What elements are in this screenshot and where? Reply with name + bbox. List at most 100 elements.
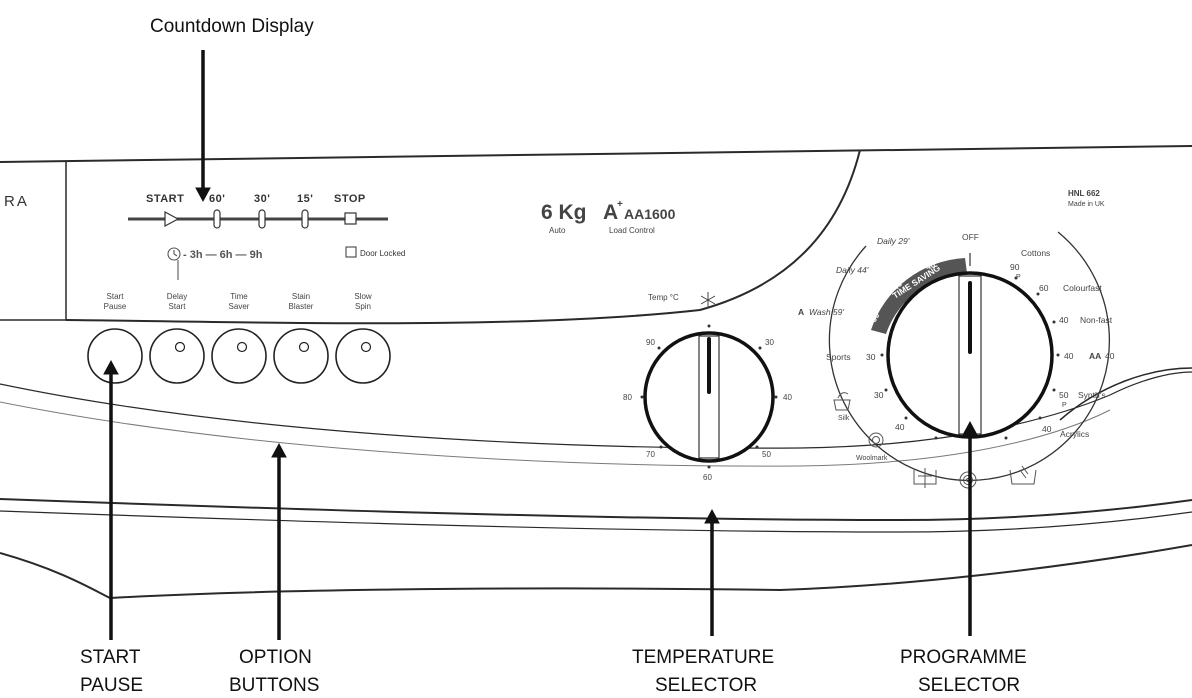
option-buttons bbox=[87, 328, 391, 384]
programme-aa40-label: 40 bbox=[1105, 351, 1115, 361]
delay-start-led bbox=[174, 341, 186, 353]
callout-start-pause-line1: START bbox=[80, 647, 141, 668]
temp-mark-30: 30 bbox=[765, 338, 774, 347]
delay-start-label-line2: Start bbox=[169, 302, 187, 311]
temp-label: Temp °C bbox=[648, 293, 679, 302]
model-number-label: HNL 662 bbox=[1068, 189, 1100, 198]
option-button-labels: Start Pause Delay Start Time Saver Stain… bbox=[104, 292, 372, 311]
brand-fragment: RA bbox=[4, 193, 29, 210]
callout-arrows bbox=[103, 50, 978, 640]
stain-blaster-led bbox=[298, 341, 310, 353]
rinse-icon bbox=[913, 468, 937, 488]
door-locked-label: Door Locked bbox=[360, 249, 405, 258]
stain-blaster-label-line1: Stain bbox=[292, 292, 310, 301]
delay-start-label-line1: Delay bbox=[167, 292, 187, 301]
programme-colourfast-60: 60 bbox=[1039, 283, 1049, 293]
callout-programme-line1: PROGRAMME bbox=[900, 647, 1027, 668]
programme-aa40-prefix: AA bbox=[1089, 351, 1101, 361]
programme-daily29-label: Daily 29' bbox=[877, 236, 910, 246]
callout-programme-line2: SELECTOR bbox=[918, 675, 1020, 696]
temp-mark-60: 60 bbox=[703, 473, 712, 482]
programme-awash-prefix: A bbox=[798, 307, 804, 317]
programme-aa40-40: 40 bbox=[1064, 351, 1074, 361]
programme-dial-dots bbox=[880, 276, 1060, 440]
temp-mark-80: 80 bbox=[623, 393, 632, 402]
series-label: AA1600 bbox=[624, 206, 676, 222]
countdown-display: START 60' 30' 15' STOP - 3h — 6h — 9h Do… bbox=[128, 193, 405, 280]
programme-nonfast-label: Non-fast bbox=[1080, 315, 1113, 325]
programme-silk-30: 30 bbox=[874, 390, 884, 400]
snowflake-icon bbox=[700, 292, 716, 308]
start-pause-label-line2: Pause bbox=[104, 302, 127, 311]
slow-spin-label-line1: Slow bbox=[354, 292, 372, 301]
slow-spin-led bbox=[360, 341, 372, 353]
programme-wool-40: 40 bbox=[895, 422, 905, 432]
programme-colourfast-label: Colourfast bbox=[1063, 283, 1102, 293]
programme-acrylics-40: 40 bbox=[1042, 424, 1052, 434]
start-pause-label-line1: Start bbox=[107, 292, 125, 301]
programme-awash-label: Wash 59' bbox=[809, 307, 844, 317]
programme-synths-p: P bbox=[1062, 402, 1067, 409]
load-control-label: Load Control bbox=[609, 226, 655, 235]
time-saver-label-line1: Time bbox=[230, 292, 248, 301]
auto-label: Auto bbox=[549, 226, 566, 235]
start-triangle-indicator bbox=[164, 210, 180, 228]
callout-start-pause-line2: PAUSE bbox=[80, 675, 143, 696]
countdown-60-label: 60' bbox=[209, 193, 225, 205]
stain-blaster-label-line2: Blaster bbox=[289, 302, 314, 311]
time-saver-button[interactable] bbox=[211, 328, 267, 384]
start-pause-button[interactable] bbox=[87, 328, 143, 384]
capacity-label: 6 Kg bbox=[541, 201, 587, 224]
programme-cottons-90: 90 bbox=[1010, 262, 1020, 272]
callout-option-buttons-line1: OPTION bbox=[239, 647, 312, 668]
callout-temperature-line2: SELECTOR bbox=[655, 675, 757, 696]
slow-spin-button[interactable] bbox=[335, 328, 391, 384]
programme-synths-label: Synth's bbox=[1078, 390, 1106, 400]
countdown-30-label: 30' bbox=[254, 193, 270, 205]
temperature-dial[interactable] bbox=[643, 331, 775, 463]
time-saving-60: 60 bbox=[868, 311, 882, 324]
stop-square-indicator bbox=[344, 212, 357, 225]
shower-icon bbox=[1009, 465, 1037, 485]
callout-countdown-display: Countdown Display bbox=[150, 16, 314, 37]
temp-mark-90: 90 bbox=[646, 338, 655, 347]
temperature-selector: Temp °C 90 30 80 40 70 50 60 bbox=[623, 292, 792, 482]
programme-synths-50: 50 bbox=[1059, 390, 1069, 400]
programme-selector: TIME SAVING 40 40 60 OFF Cottons 90 P 60… bbox=[798, 231, 1115, 489]
woolmark-icon bbox=[868, 432, 884, 448]
programme-bezel bbox=[828, 231, 1110, 482]
model-branding: 6 Kg A + AA1600 Auto Load Control HNL 66… bbox=[541, 189, 1105, 235]
programme-off-label: OFF bbox=[962, 232, 979, 242]
countdown-start-label: START bbox=[146, 193, 184, 205]
programme-acrylics-label: Acrylics bbox=[1060, 429, 1089, 439]
callout-option-buttons-line2: BUTTONS bbox=[229, 675, 319, 696]
delay-hours-label: - 3h — 6h — 9h bbox=[183, 249, 263, 261]
time-saver-led bbox=[236, 341, 248, 353]
led-15 bbox=[301, 209, 309, 229]
temperature-dial-grip bbox=[698, 335, 720, 459]
led-30 bbox=[258, 209, 266, 229]
door-locked-checkbox-icon bbox=[345, 246, 357, 258]
programme-woolmark-label: Woolmark bbox=[856, 455, 888, 462]
countdown-stop-label: STOP bbox=[334, 193, 366, 205]
panel-outline bbox=[0, 145, 1192, 600]
led-60 bbox=[213, 209, 221, 229]
countdown-15-label: 15' bbox=[297, 193, 313, 205]
temp-mark-40: 40 bbox=[783, 393, 792, 402]
stain-blaster-button[interactable] bbox=[273, 328, 329, 384]
callout-temperature-line1: TEMPERATURE bbox=[632, 647, 774, 668]
temp-mark-70: 70 bbox=[646, 450, 655, 459]
made-in-label: Made in UK bbox=[1068, 201, 1105, 208]
delay-clock-icon bbox=[167, 247, 181, 280]
silk-icon bbox=[833, 392, 851, 411]
time-saving-40a: 40 bbox=[924, 259, 937, 272]
time-saver-label-line2: Saver bbox=[229, 302, 250, 311]
energy-rating-superscript: + bbox=[617, 199, 623, 210]
programme-silk-label: Silk bbox=[838, 415, 850, 422]
delay-start-button[interactable] bbox=[149, 328, 205, 384]
programme-sports-30: 30 bbox=[866, 352, 876, 362]
temp-mark-50: 50 bbox=[762, 450, 771, 459]
programme-nonfast-40: 40 bbox=[1059, 315, 1069, 325]
programme-daily44-label: Daily 44' bbox=[836, 265, 869, 275]
